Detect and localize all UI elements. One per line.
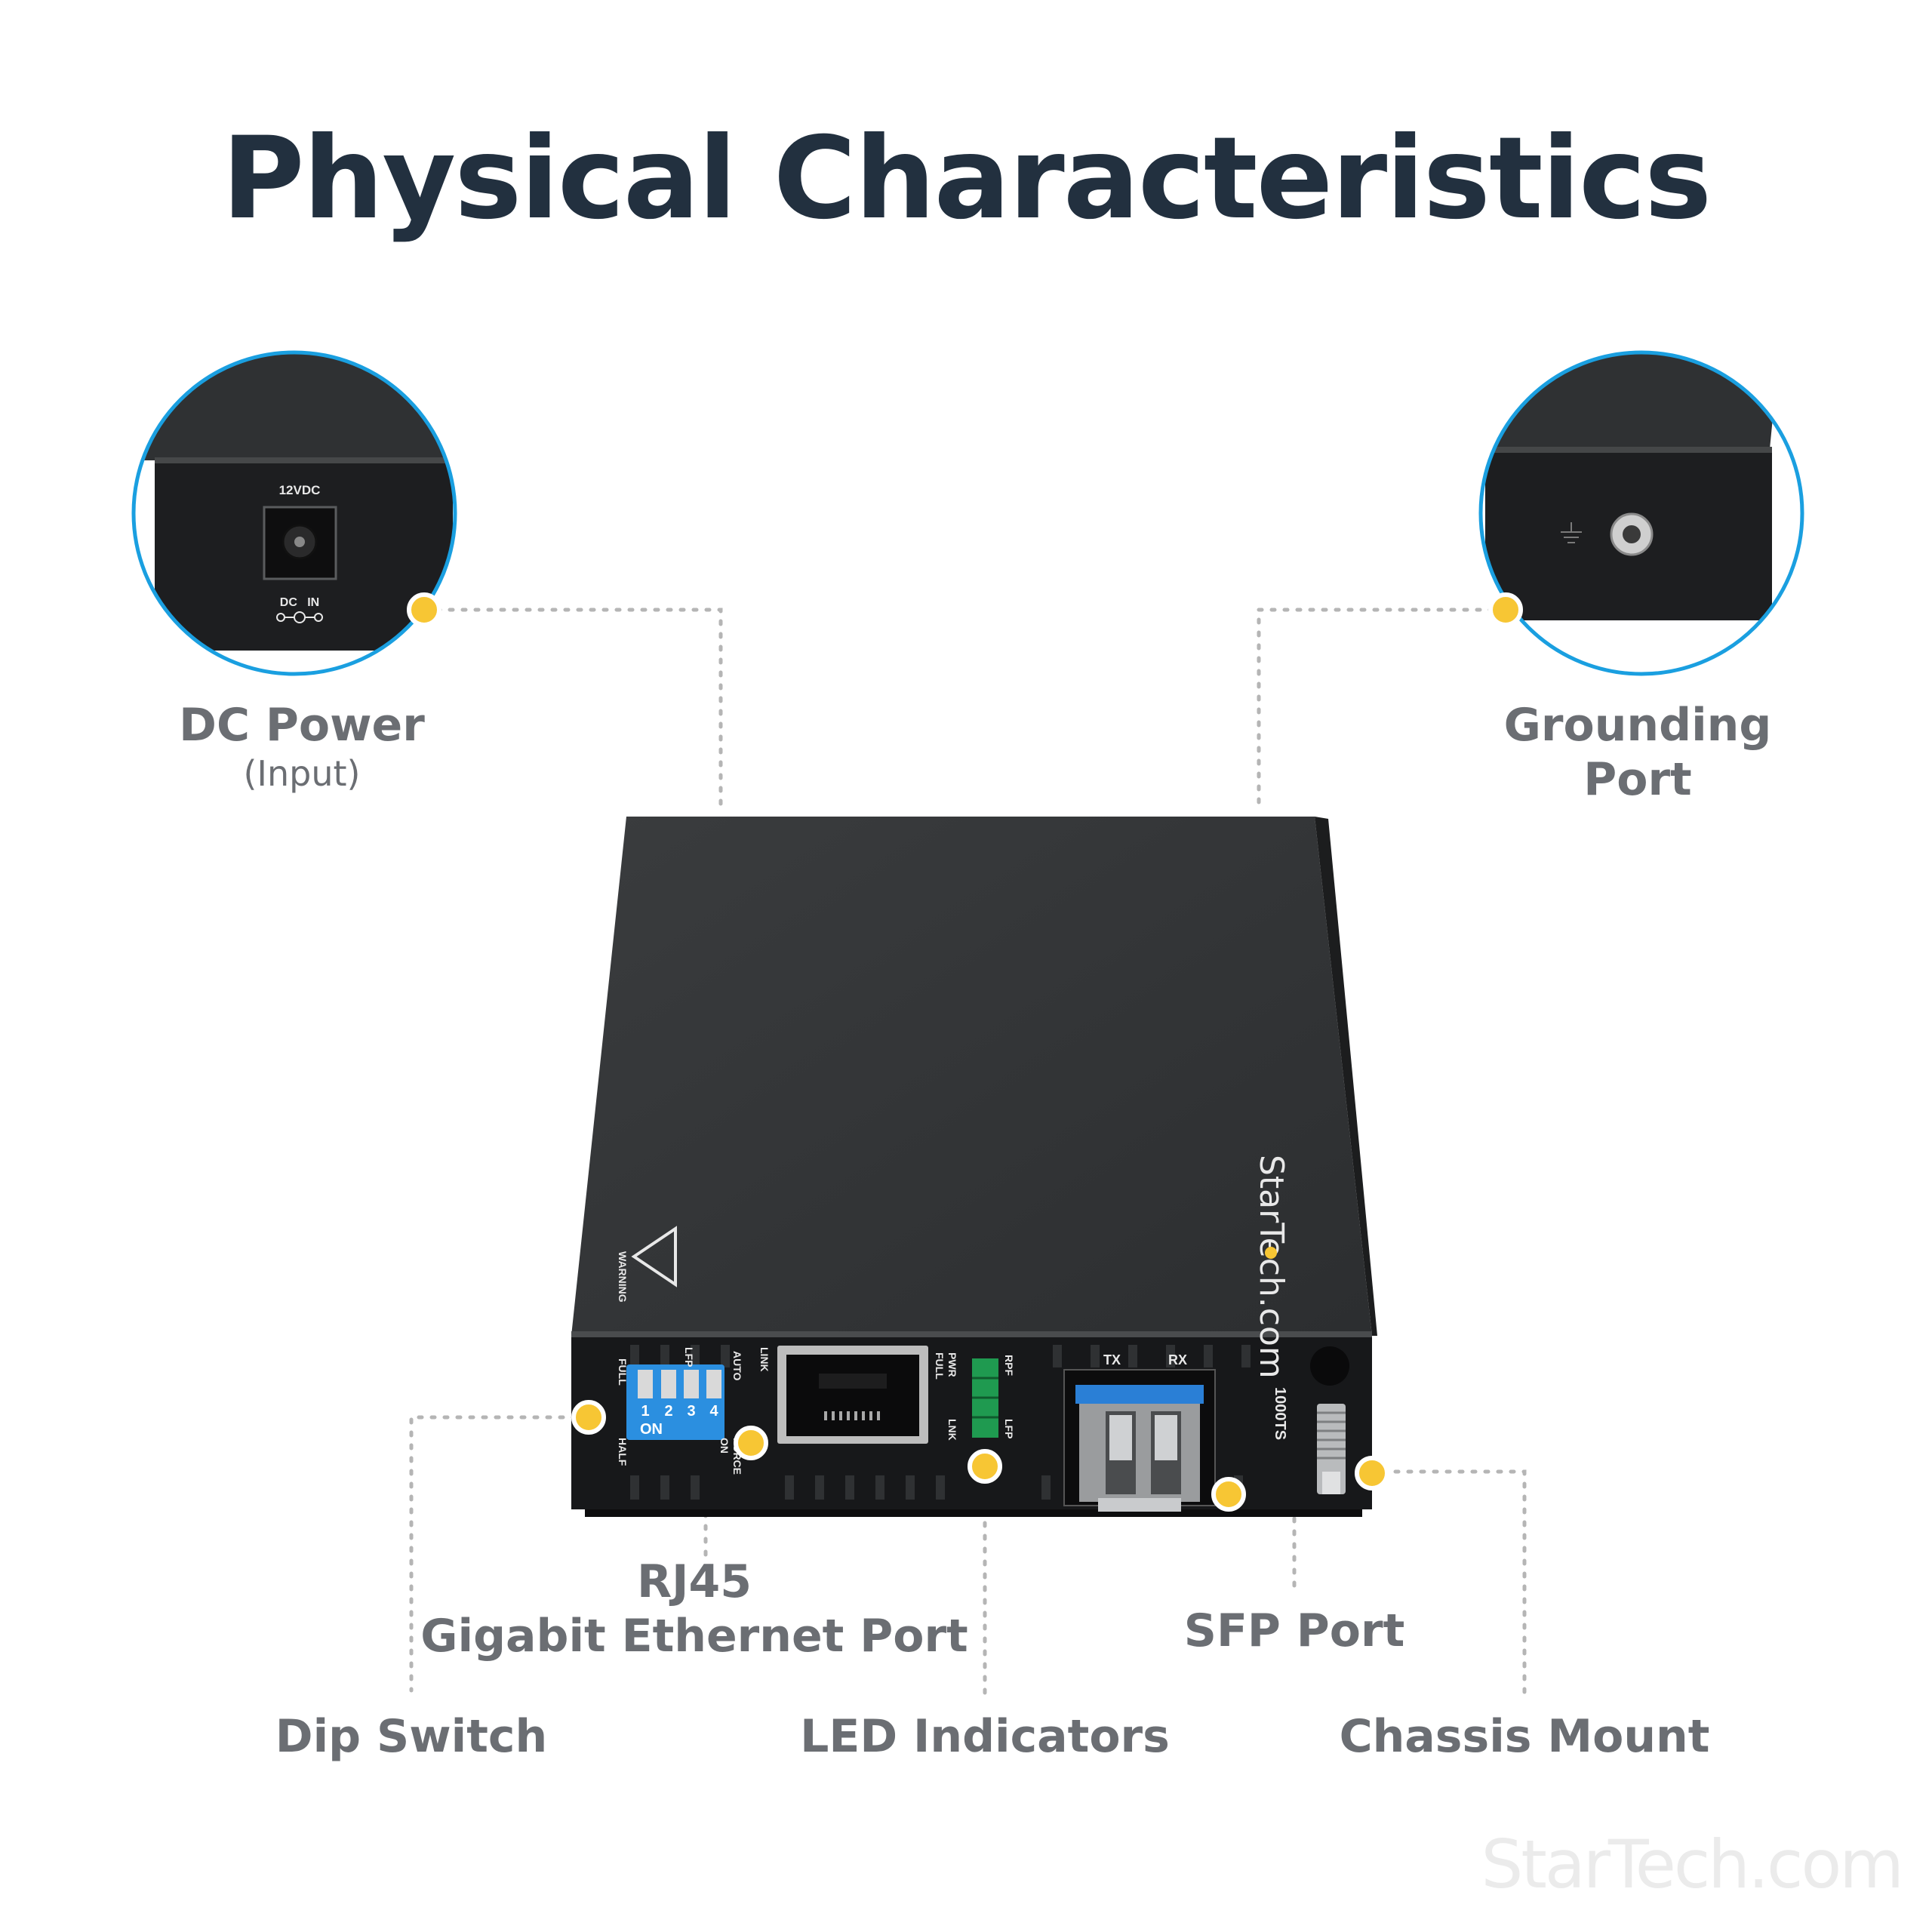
led-label-full: FULL: [934, 1352, 946, 1380]
vent-slots: [630, 1345, 1251, 1500]
callout-dots: [407, 592, 1523, 1512]
media-converter-device: 1 2 3 4 ON FULL HALF LFP ON AUTO FORCE L…: [571, 817, 1377, 1517]
dc-power-zoom-circle: 12VDC DC IN: [131, 350, 457, 676]
grounding-port-line2: Port: [1583, 753, 1692, 806]
model-label: 1000TS: [1272, 1387, 1288, 1440]
rj45-dot: [734, 1426, 768, 1460]
led-label-lfp: LFP: [1003, 1419, 1015, 1438]
led-indicators: [972, 1358, 998, 1438]
led-label-lnk: LNK: [946, 1419, 958, 1441]
ground-symbol-icon: [1561, 522, 1582, 543]
rj45-port: [777, 1346, 928, 1444]
dip-label-half: HALF: [617, 1438, 629, 1466]
rj45-line2: Gigabit Ethernet Port: [420, 1610, 968, 1663]
rj45-line1: RJ45: [636, 1555, 752, 1608]
dip-label-full: FULL: [617, 1358, 629, 1386]
led-dot: [968, 1449, 1002, 1484]
12vdc-label: 12VDC: [279, 483, 321, 497]
dip-label-lfp: LFP: [683, 1347, 695, 1367]
brand-logo-dot: [1265, 1247, 1277, 1259]
device-top-surface: [571, 817, 1372, 1336]
sfp-port-label: SFP Port: [1183, 1604, 1405, 1657]
chassis-dot: [1355, 1456, 1389, 1491]
dip-switch-dot: [571, 1400, 606, 1435]
warning-label: WARNING: [617, 1251, 629, 1303]
chassis-mount-screw: [1317, 1404, 1346, 1494]
connector-dip-switch: [409, 1415, 591, 1693]
dip-label-on: ON: [718, 1438, 731, 1454]
page-title: Physical Characteristics: [221, 113, 1712, 245]
dip-label-auto: AUTO: [731, 1351, 743, 1381]
dc-in-label: DC IN: [280, 596, 319, 609]
connector-dc-power: [422, 608, 723, 814]
grounding-port-line1: Grounding: [1503, 699, 1772, 752]
dc-polarity-icon: [276, 611, 323, 623]
laser-warning-icon: WARNING: [617, 1226, 677, 1303]
dip-on-label: ON: [640, 1421, 663, 1438]
brand-watermark: StarTech.com: [1481, 1826, 1904, 1903]
led-label-pwr: PWR: [946, 1352, 958, 1377]
sfp-port: [1063, 1369, 1216, 1512]
dip-number-1: 1: [641, 1403, 649, 1420]
grounding-zoom-circle: [1478, 350, 1804, 676]
grounding-dot: [1488, 592, 1523, 627]
led-label-link: LINK: [758, 1347, 771, 1372]
device-brand-logo: StarTech.com: [1252, 1155, 1291, 1379]
grounding-port-label: Grounding Port: [1479, 698, 1796, 807]
dip-switch: 1 2 3 4 ON: [626, 1364, 724, 1440]
dip-number-3: 3: [687, 1403, 695, 1420]
led-indicators-label: LED Indicators: [800, 1710, 1170, 1763]
dip-switch-label: Dip Switch: [275, 1710, 548, 1763]
sfp-rx-label: RX: [1168, 1352, 1187, 1367]
connector-chassis: [1367, 1469, 1527, 1700]
dip-number-2: 2: [664, 1403, 672, 1420]
dc-power-subtitle: (Input): [243, 753, 361, 794]
led-label-rpf: RPF: [1003, 1355, 1015, 1376]
connector-grounding: [1257, 608, 1508, 814]
dc-power-label: DC Power (Input): [151, 698, 453, 795]
rj45-label: RJ45 Gigabit Ethernet Port: [392, 1555, 996, 1663]
sfp-dot: [1211, 1477, 1246, 1512]
status-led-hole: [1310, 1346, 1349, 1386]
dc-power-dot: [407, 592, 441, 627]
dip-number-4: 4: [709, 1403, 718, 1420]
sfp-tx-label: TX: [1103, 1352, 1121, 1367]
chassis-mount-label: Chassis Mount: [1339, 1710, 1710, 1763]
dc-power-title: DC Power: [179, 699, 425, 752]
